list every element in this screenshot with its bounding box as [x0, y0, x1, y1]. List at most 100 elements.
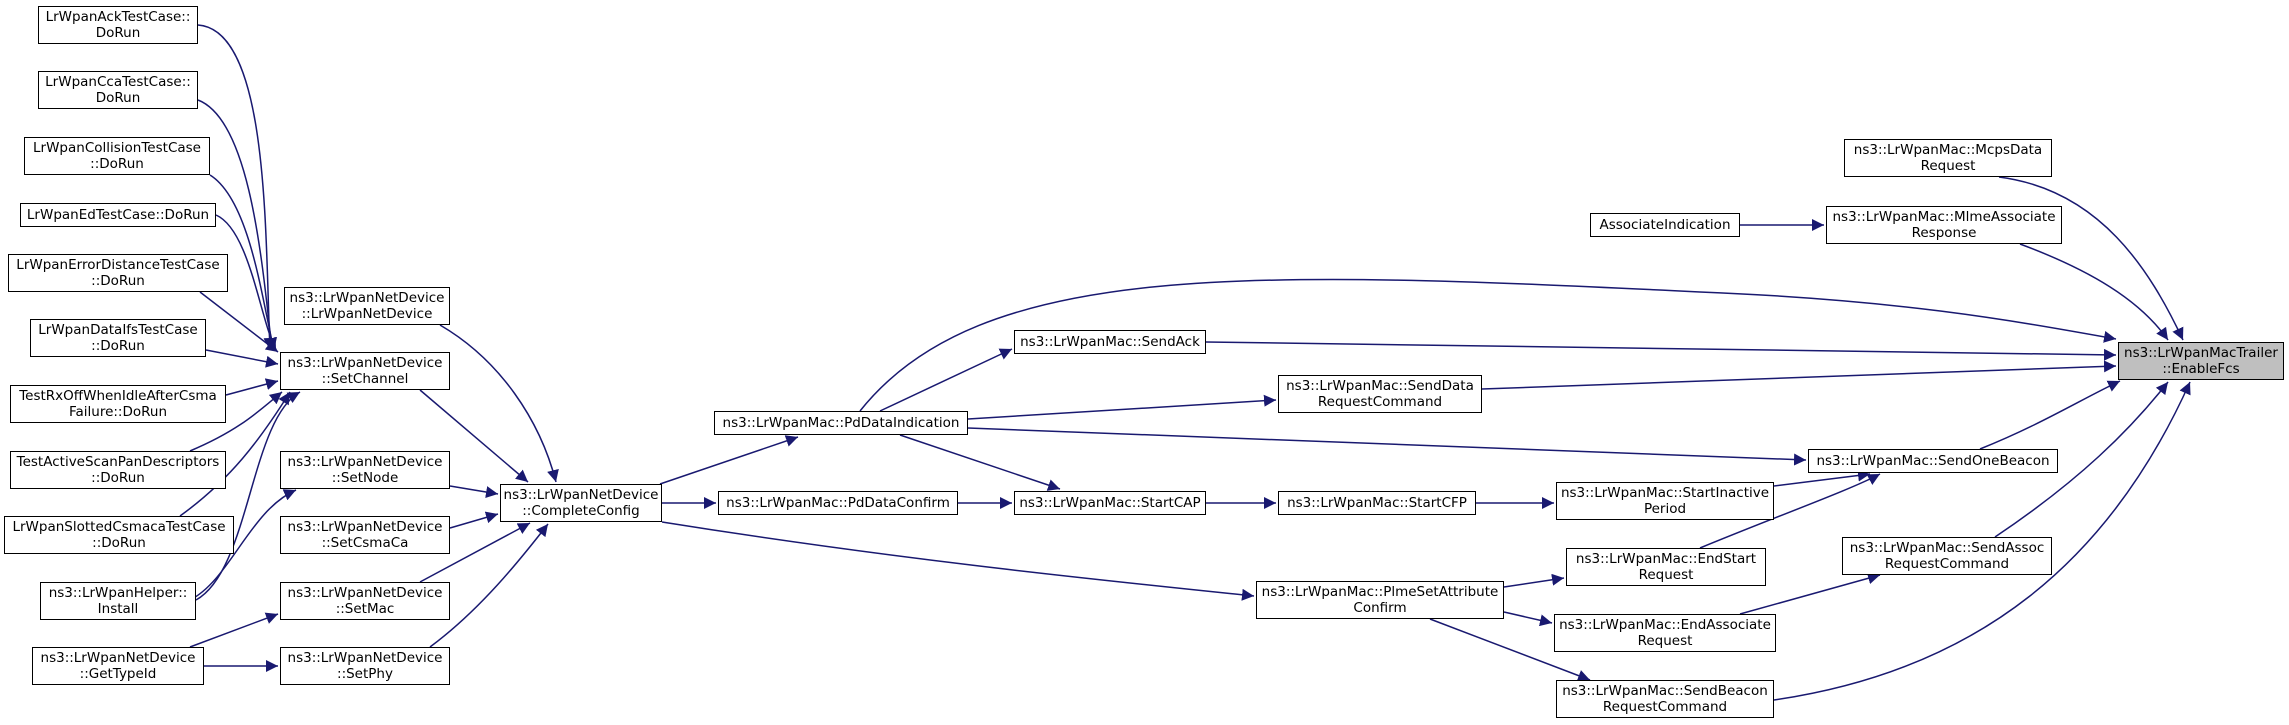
node-set-mac[interactable]: ns3::LrWpanNetDevice::SetMac [280, 582, 450, 620]
node-collision-test-case-do-run[interactable]: LrWpanCollisionTestCase::DoRun [24, 137, 210, 175]
node-label-line: ::CompleteConfig [522, 503, 640, 519]
edge-completeconfig-to-pddataind [659, 435, 799, 485]
edge-setnode-to-completeconfig [449, 485, 499, 498]
edge-edtest-to-setchannel [215, 214, 277, 351]
node-associate-indication[interactable]: AssociateIndication [1590, 213, 1740, 237]
node-set-phy[interactable]: ns3::LrWpanNetDevice::SetPhy [280, 647, 450, 685]
edge-plmeset-to-endstart [1503, 573, 1565, 588]
node-send-ack[interactable]: ns3::LrWpanMac::SendAck [1014, 330, 1206, 354]
edge-ccatest-to-setchannel [197, 99, 277, 351]
node-complete-config[interactable]: ns3::LrWpanNetDevice::CompleteConfig [500, 484, 662, 522]
node-label-line: ::SetChannel [321, 371, 409, 387]
node-active-scan-test-do-run[interactable]: TestActiveScanPanDescriptors::DoRun [10, 451, 226, 489]
node-ed-test-case-do-run[interactable]: LrWpanEdTestCase::DoRun [20, 203, 216, 227]
node-start-cap[interactable]: ns3::LrWpanMac::StartCAP [1014, 491, 1206, 515]
node-set-channel[interactable]: ns3::LrWpanNetDevice::SetChannel [280, 352, 450, 390]
node-data-ifs-test-case-do-run[interactable]: LrWpanDataIfsTestCase::DoRun [30, 319, 206, 357]
edge-setcsmaca-to-completeconfig [449, 511, 499, 529]
node-set-csma-ca[interactable]: ns3::LrWpanNetDevice::SetCsmaCa [280, 516, 450, 554]
node-label-line: ::SetCsmaCa [321, 535, 409, 551]
node-label-line: ns3::LrWpanMac::MlmeAssociate [1832, 209, 2056, 225]
node-label-line: ns3::LrWpanMac::EndAssociate [1559, 617, 1771, 633]
node-label-line: Failure::DoRun [68, 404, 168, 420]
node-label-line: ::DoRun [90, 156, 144, 172]
node-label-line: AssociateIndication [1599, 217, 1731, 233]
node-label-line: DoRun [95, 90, 141, 106]
edge-helperinstall-to-setchannel [195, 391, 301, 601]
node-label-line: Request [1638, 567, 1694, 583]
node-label-line: TestRxOffWhenIdleAfterCsma [19, 388, 217, 404]
edge-pddataind-to-sendack [879, 348, 1013, 412]
node-set-node[interactable]: ns3::LrWpanNetDevice::SetNode [280, 451, 450, 489]
node-helper-install[interactable]: ns3::LrWpanHelper::Install [40, 582, 196, 620]
node-label-line: ns3::LrWpanMac::EndStart [1575, 551, 1757, 567]
node-pd-data-confirm[interactable]: ns3::LrWpanMac::PdDataConfirm [718, 491, 958, 515]
edge-pddataind-to-senddatareq [967, 394, 1277, 420]
node-label-line: ns3::LrWpanMacTrailer [2124, 345, 2278, 361]
node-slotted-csmaca-test-do-run[interactable]: LrWpanSlottedCsmacaTestCase::DoRun [4, 516, 234, 554]
node-label-line: ns3::LrWpanMac::StartCAP [1019, 495, 1201, 511]
edge-pddataind-to-startcap [899, 434, 1061, 491]
node-label-line: TestActiveScanPanDescriptors [16, 454, 220, 470]
node-label-line: ::DoRun [91, 338, 145, 354]
edge-pddataind-to-sendonebeacon [967, 427, 1807, 466]
node-label-line: ns3::LrWpanNetDevice [287, 454, 443, 470]
node-send-one-beacon[interactable]: ns3::LrWpanMac::SendOneBeacon [1808, 449, 2058, 473]
edge-startinactive-to-sendonebeacon [1773, 469, 1871, 487]
node-label-line: ns3::LrWpanNetDevice [289, 290, 445, 306]
node-label-line: ns3::LrWpanMac::PdDataConfirm [726, 495, 950, 511]
edge-errordisttest-to-setchannel [199, 291, 279, 353]
node-error-distance-test-case-do-run[interactable]: LrWpanErrorDistanceTestCase::DoRun [8, 254, 228, 292]
node-enable-fcs: ns3::LrWpanMacTrailer::EnableFcs [2118, 342, 2284, 380]
node-label-line: RequestCommand [1884, 556, 2010, 572]
node-label-line: ::LrWpanNetDevice [301, 306, 433, 322]
node-label-line: ::GetTypeId [79, 666, 157, 682]
node-label-line: Confirm [1353, 600, 1407, 616]
node-label-line: ::EnableFcs [2162, 361, 2240, 377]
node-label-line: ns3::LrWpanMac::SendBeacon [1562, 683, 1768, 699]
edge-pddataind-to-enablefcs [859, 278, 2117, 412]
edge-collisiontest-to-setchannel [209, 174, 278, 351]
node-label-line: LrWpanCollisionTestCase [33, 140, 201, 156]
node-label-line: LrWpanAckTestCase:: [45, 9, 191, 25]
node-label-line: ns3::LrWpanMac::SendOneBeacon [1816, 453, 2050, 469]
node-label-line: ns3::LrWpanNetDevice [503, 487, 659, 503]
edge-sendonebeacon-to-enablefcs [1979, 380, 2121, 450]
edge-acktest-to-setchannel [197, 24, 276, 351]
edge-endassoc-to-sendassocreq [1739, 572, 1881, 615]
node-label-line: ns3::LrWpanMac::SendData [1286, 378, 1474, 394]
node-pd-data-indication[interactable]: ns3::LrWpanMac::PdDataIndication [714, 411, 968, 435]
node-label-line: ns3::LrWpanHelper:: [48, 585, 188, 601]
edge-sendack-to-enablefcs [1205, 341, 2117, 361]
node-start-cfp[interactable]: ns3::LrWpanMac::StartCFP [1278, 491, 1476, 515]
edge-lrwpannetdevice-to-completeconfig [439, 324, 559, 483]
node-label-line: ::SetNode [331, 470, 399, 486]
node-label-line: ns3::LrWpanNetDevice [287, 585, 443, 601]
node-label-line: ns3::LrWpanMac::StartInactive [1560, 485, 1770, 501]
node-label-line: LrWpanCcaTestCase:: [45, 74, 191, 90]
node-cca-test-case-do-run[interactable]: LrWpanCcaTestCase::DoRun [38, 71, 198, 109]
node-label-line: ns3::LrWpanNetDevice [40, 650, 196, 666]
node-label-line: ns3::LrWpanMac::PlmeSetAttribute [1261, 584, 1499, 600]
edge-completeconfig-to-plmeset [661, 521, 1255, 601]
node-label-line: ns3::LrWpanMac::SendAssoc [1849, 540, 2045, 556]
node-label-line: ::SetMac [335, 601, 395, 617]
edge-gettypeid-to-setmac [189, 612, 279, 648]
node-label-line: ::DoRun [91, 273, 145, 289]
node-get-type-id[interactable]: ns3::LrWpanNetDevice::GetTypeId [32, 647, 204, 685]
node-label-line: ::DoRun [92, 535, 146, 551]
node-ack-test-case-do-run[interactable]: LrWpanAckTestCase::DoRun [38, 6, 198, 44]
node-lrwpan-net-device-ctor[interactable]: ns3::LrWpanNetDevice::LrWpanNetDevice [284, 287, 450, 325]
edge-mcpsdata-to-enablefcs [1998, 176, 2184, 341]
